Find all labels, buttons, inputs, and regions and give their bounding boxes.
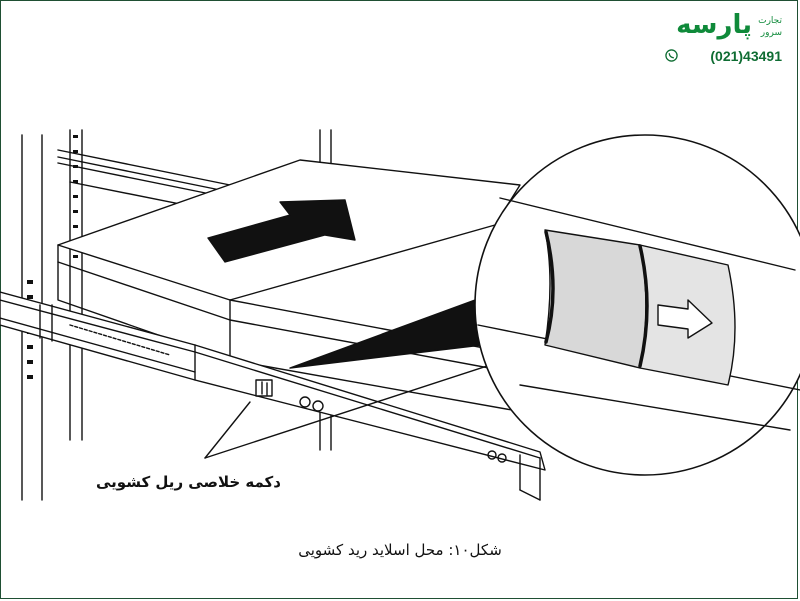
brand-logo: پارسه تجارت سرور (021)43491 bbox=[662, 10, 782, 70]
magnifier-callout bbox=[474, 134, 800, 476]
brand-name: پارسه bbox=[676, 10, 753, 40]
front-slide-rail bbox=[0, 291, 546, 501]
direction-arrow bbox=[207, 199, 356, 263]
callout-wedge bbox=[289, 299, 483, 369]
phone-number: (021)43491 bbox=[710, 48, 782, 64]
figure-caption: شکل۱۰: محل اسلاید رید کشویی bbox=[298, 541, 502, 559]
brand-line-2: سرور bbox=[760, 28, 782, 38]
label-leader-lines bbox=[204, 351, 531, 459]
release-button-label: دکمه خلاصی ریل کشویی bbox=[96, 473, 281, 491]
phone-icon bbox=[665, 49, 678, 62]
brand-line-1: تجارت bbox=[758, 16, 782, 26]
